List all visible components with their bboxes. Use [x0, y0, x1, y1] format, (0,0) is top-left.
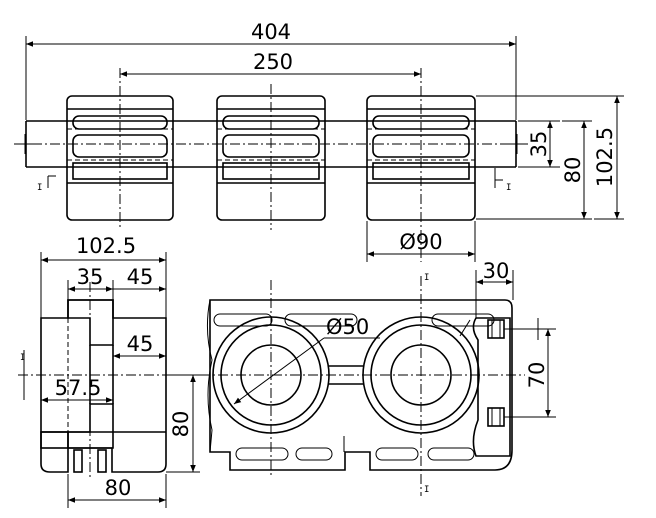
dim-section-50-label: Ø50	[326, 315, 369, 339]
dim-section-30: 30	[475, 259, 514, 318]
section-mark-right: I	[494, 168, 511, 193]
svg-text:I: I	[506, 183, 511, 193]
dim-404-label: 404	[251, 20, 291, 44]
dim-102-5-label: 102.5	[593, 127, 617, 187]
dim-side-45-mid: 45	[113, 332, 166, 359]
dim-overall-length: 404	[25, 20, 517, 120]
section-mark-left: I	[37, 175, 56, 193]
section-mark-bottom: I	[424, 485, 429, 495]
svg-text:I: I	[424, 273, 429, 283]
svg-text:I: I	[37, 183, 42, 193]
dim-side-102-5-label: 102.5	[76, 234, 136, 258]
roller-2	[216, 84, 326, 230]
section-mark-top: I	[424, 273, 429, 283]
dim-section-70: 70	[459, 318, 556, 418]
roller-3	[366, 68, 476, 262]
top-view: I I 404 250 35	[14, 20, 624, 262]
svg-text:I: I	[20, 353, 25, 363]
dim-250-label: 250	[253, 50, 293, 74]
side-view: I 102.5 35 45 45 57.5	[18, 234, 200, 508]
dim-height-80: 80	[476, 120, 592, 220]
dim-side-80-bottom: 80	[67, 474, 167, 508]
dim-side-45-mid-label: 45	[127, 332, 154, 356]
dim-side-80-bottom-label: 80	[105, 476, 132, 500]
dim-section-70-label: 70	[525, 362, 549, 389]
dim-90-label: Ø90	[399, 230, 442, 254]
dim-side-35-label: 35	[77, 265, 104, 289]
dim-35-label: 35	[527, 131, 551, 158]
dim-side-80-vertical-label: 80	[169, 411, 193, 438]
dim-height-35: 35	[518, 120, 560, 168]
dim-side-57-5-label: 57.5	[55, 376, 102, 400]
roller-1	[66, 68, 174, 230]
dim-side-35-45: 35 45	[67, 265, 166, 300]
dim-height-102-5: 102.5	[476, 95, 624, 220]
dim-side-57-5: 57.5	[41, 376, 113, 403]
dim-section-30-label: 30	[483, 259, 510, 283]
dim-side-80-vertical: 80	[166, 374, 200, 473]
dim-side-45-top-label: 45	[127, 265, 154, 289]
svg-text:I: I	[424, 485, 429, 495]
dim-diameter-90: Ø90	[366, 221, 476, 262]
section-mark-side: I	[20, 350, 25, 400]
dim-section-diameter-50: Ø50	[233, 315, 380, 405]
dim-side-102-5: 102.5	[40, 234, 167, 318]
section-view: I I Ø50 30 70	[200, 259, 556, 496]
dim-pitch: 250	[120, 50, 421, 77]
dim-80-label: 80	[561, 157, 585, 184]
